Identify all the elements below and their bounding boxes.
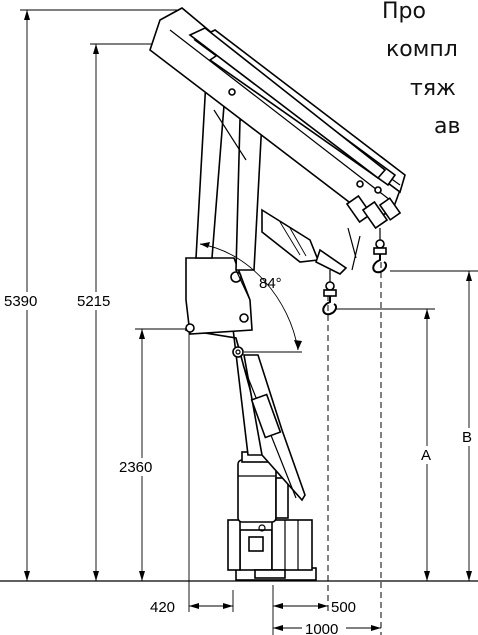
crane-lower-arm xyxy=(184,257,306,502)
crane-drawing: 84° xyxy=(149,7,406,581)
crane-link xyxy=(261,208,348,275)
crane-boom xyxy=(149,7,406,271)
hook-right xyxy=(372,228,388,274)
dimension-420-label: 420 xyxy=(150,599,175,616)
angle-indicator: 84° xyxy=(199,242,302,353)
dimension-A-label: A xyxy=(421,447,431,464)
dimension-5215: 5215 xyxy=(76,43,160,581)
dimension-B: B xyxy=(390,270,478,581)
dimension-5215-label: 5215 xyxy=(77,293,110,310)
crane-base xyxy=(227,519,317,581)
crane-mast xyxy=(195,79,263,301)
dimension-B-label: B xyxy=(462,429,472,446)
dimension-1000-label: 1000 xyxy=(305,621,338,635)
dimension-5390: 5390 xyxy=(4,9,185,581)
dimension-500: 500 xyxy=(272,295,356,635)
caption-line-3: тяж xyxy=(410,76,456,101)
caption-line-2: компл xyxy=(386,37,458,62)
caption-line-4: ав xyxy=(434,114,460,139)
dimension-1000: 1000 xyxy=(273,262,382,635)
hook-left xyxy=(322,270,338,316)
dimension-5390-label: 5390 xyxy=(4,293,37,310)
dimension-420: 420 xyxy=(150,330,234,616)
dimension-500-label: 500 xyxy=(331,599,356,616)
dimension-2360: 2360 xyxy=(118,328,190,581)
dimension-2360-label: 2360 xyxy=(119,459,152,476)
dimension-A: A xyxy=(335,308,435,581)
angle-label: 84° xyxy=(259,275,282,292)
caption-line-1: Про xyxy=(382,0,426,24)
crane-column xyxy=(237,451,289,523)
